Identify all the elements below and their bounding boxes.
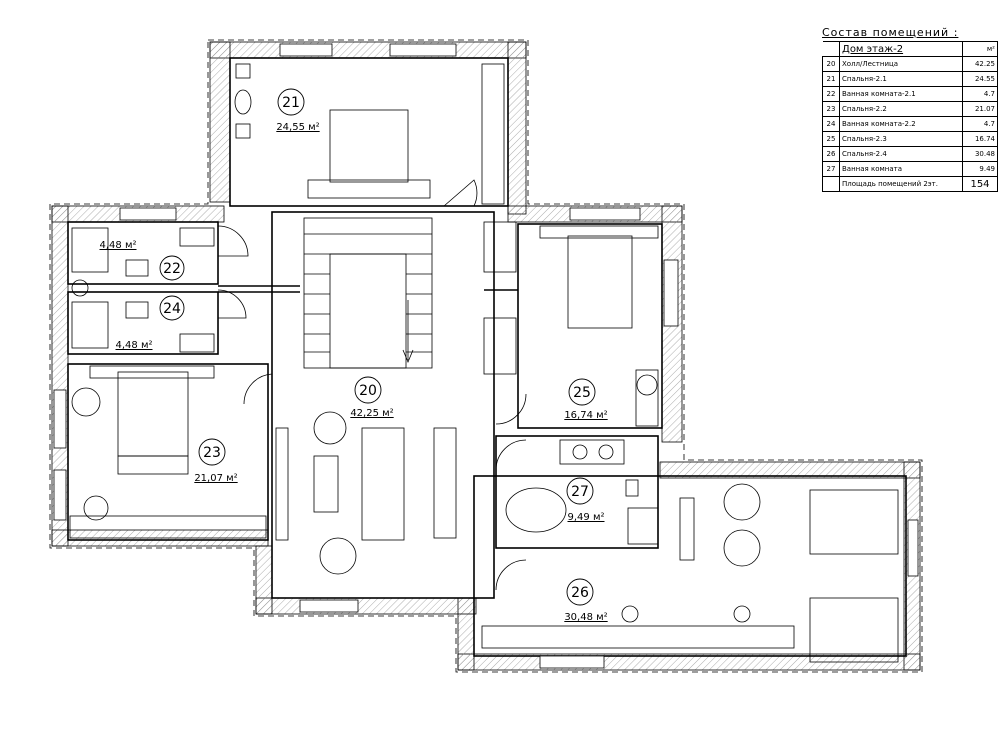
total-label: Площадь помещений 2эт. bbox=[839, 176, 963, 192]
room-schedule-title: Состав помещений : bbox=[822, 26, 959, 39]
svg-text:24: 24 bbox=[163, 301, 181, 317]
floor-name: Дом этаж-2 bbox=[839, 41, 963, 57]
furniture bbox=[69, 63, 899, 663]
wall-hatching bbox=[51, 41, 921, 671]
svg-text:24,55 м²: 24,55 м² bbox=[276, 122, 319, 133]
total-row: Площадь помещений 2эт. 154 bbox=[822, 176, 998, 192]
svg-text:16,74 м²: 16,74 м² bbox=[564, 410, 607, 421]
room-label-26: 26 30,48 м² bbox=[564, 578, 608, 623]
svg-text:4,48 м²: 4,48 м² bbox=[116, 340, 153, 351]
svg-text:26: 26 bbox=[571, 585, 589, 601]
room-label-22: 22 4,48 м² bbox=[100, 240, 185, 281]
svg-text:42,25 м²: 42,25 м² bbox=[350, 408, 393, 419]
room-label-25: 25 16,74 м² bbox=[564, 378, 608, 421]
svg-text:22: 22 bbox=[163, 261, 181, 277]
svg-text:23: 23 bbox=[203, 445, 221, 461]
room-label-20: 20 42,25 м² bbox=[350, 376, 394, 419]
outer-outline bbox=[49, 39, 923, 673]
table-header-row: Дом этаж-2 м² bbox=[822, 41, 998, 57]
interior-walls bbox=[67, 57, 907, 657]
windows bbox=[53, 43, 919, 669]
total-area: 154 bbox=[962, 176, 998, 192]
svg-text:25: 25 bbox=[573, 385, 591, 401]
svg-text:21,07 м²: 21,07 м² bbox=[194, 473, 237, 484]
room-label-24: 24 4,48 м² bbox=[116, 295, 185, 351]
svg-text:9,49 м²: 9,49 м² bbox=[568, 512, 605, 523]
room-label-21: 21 24,55 м² bbox=[276, 88, 320, 133]
room-label-27: 27 9,49 м² bbox=[566, 477, 605, 523]
svg-text:4,48 м²: 4,48 м² bbox=[100, 240, 137, 251]
doors bbox=[217, 179, 527, 591]
unit-label: м² bbox=[962, 41, 998, 57]
svg-text:20: 20 bbox=[359, 383, 377, 399]
svg-text:30,48 м²: 30,48 м² bbox=[564, 612, 607, 623]
staircase bbox=[303, 217, 433, 369]
room-label-23: 23 21,07 м² bbox=[194, 438, 238, 484]
svg-text:21: 21 bbox=[282, 95, 300, 111]
svg-text:27: 27 bbox=[571, 484, 589, 500]
